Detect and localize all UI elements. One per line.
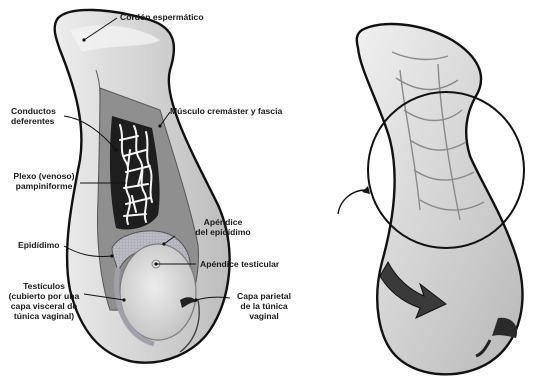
label-testis: Testículos (cubierto por una capa viscer… — [6, 281, 82, 321]
label-cremaster: Músculo cremáster y fascia — [170, 106, 282, 116]
right-torsion-figure — [338, 24, 524, 374]
label-vas-deferens: Conductos deferentes — [11, 106, 56, 126]
label-spermatic-cord: Cordón espermático — [120, 12, 204, 22]
curved-arrow-icon — [338, 190, 366, 214]
label-testicular-appendix: Apéndice testicular — [200, 259, 279, 269]
label-epididymis-appendix: Apéndice del epidídimo — [188, 217, 258, 237]
pampiniform-plexus — [110, 116, 160, 229]
label-parietal-layer: Capa parietal de la túnica vaginal — [232, 291, 296, 321]
label-pampiniform: Plexo (venoso) pampiniforme — [12, 171, 76, 191]
label-epididymis: Epidídimo — [18, 240, 60, 250]
testis — [120, 244, 196, 340]
